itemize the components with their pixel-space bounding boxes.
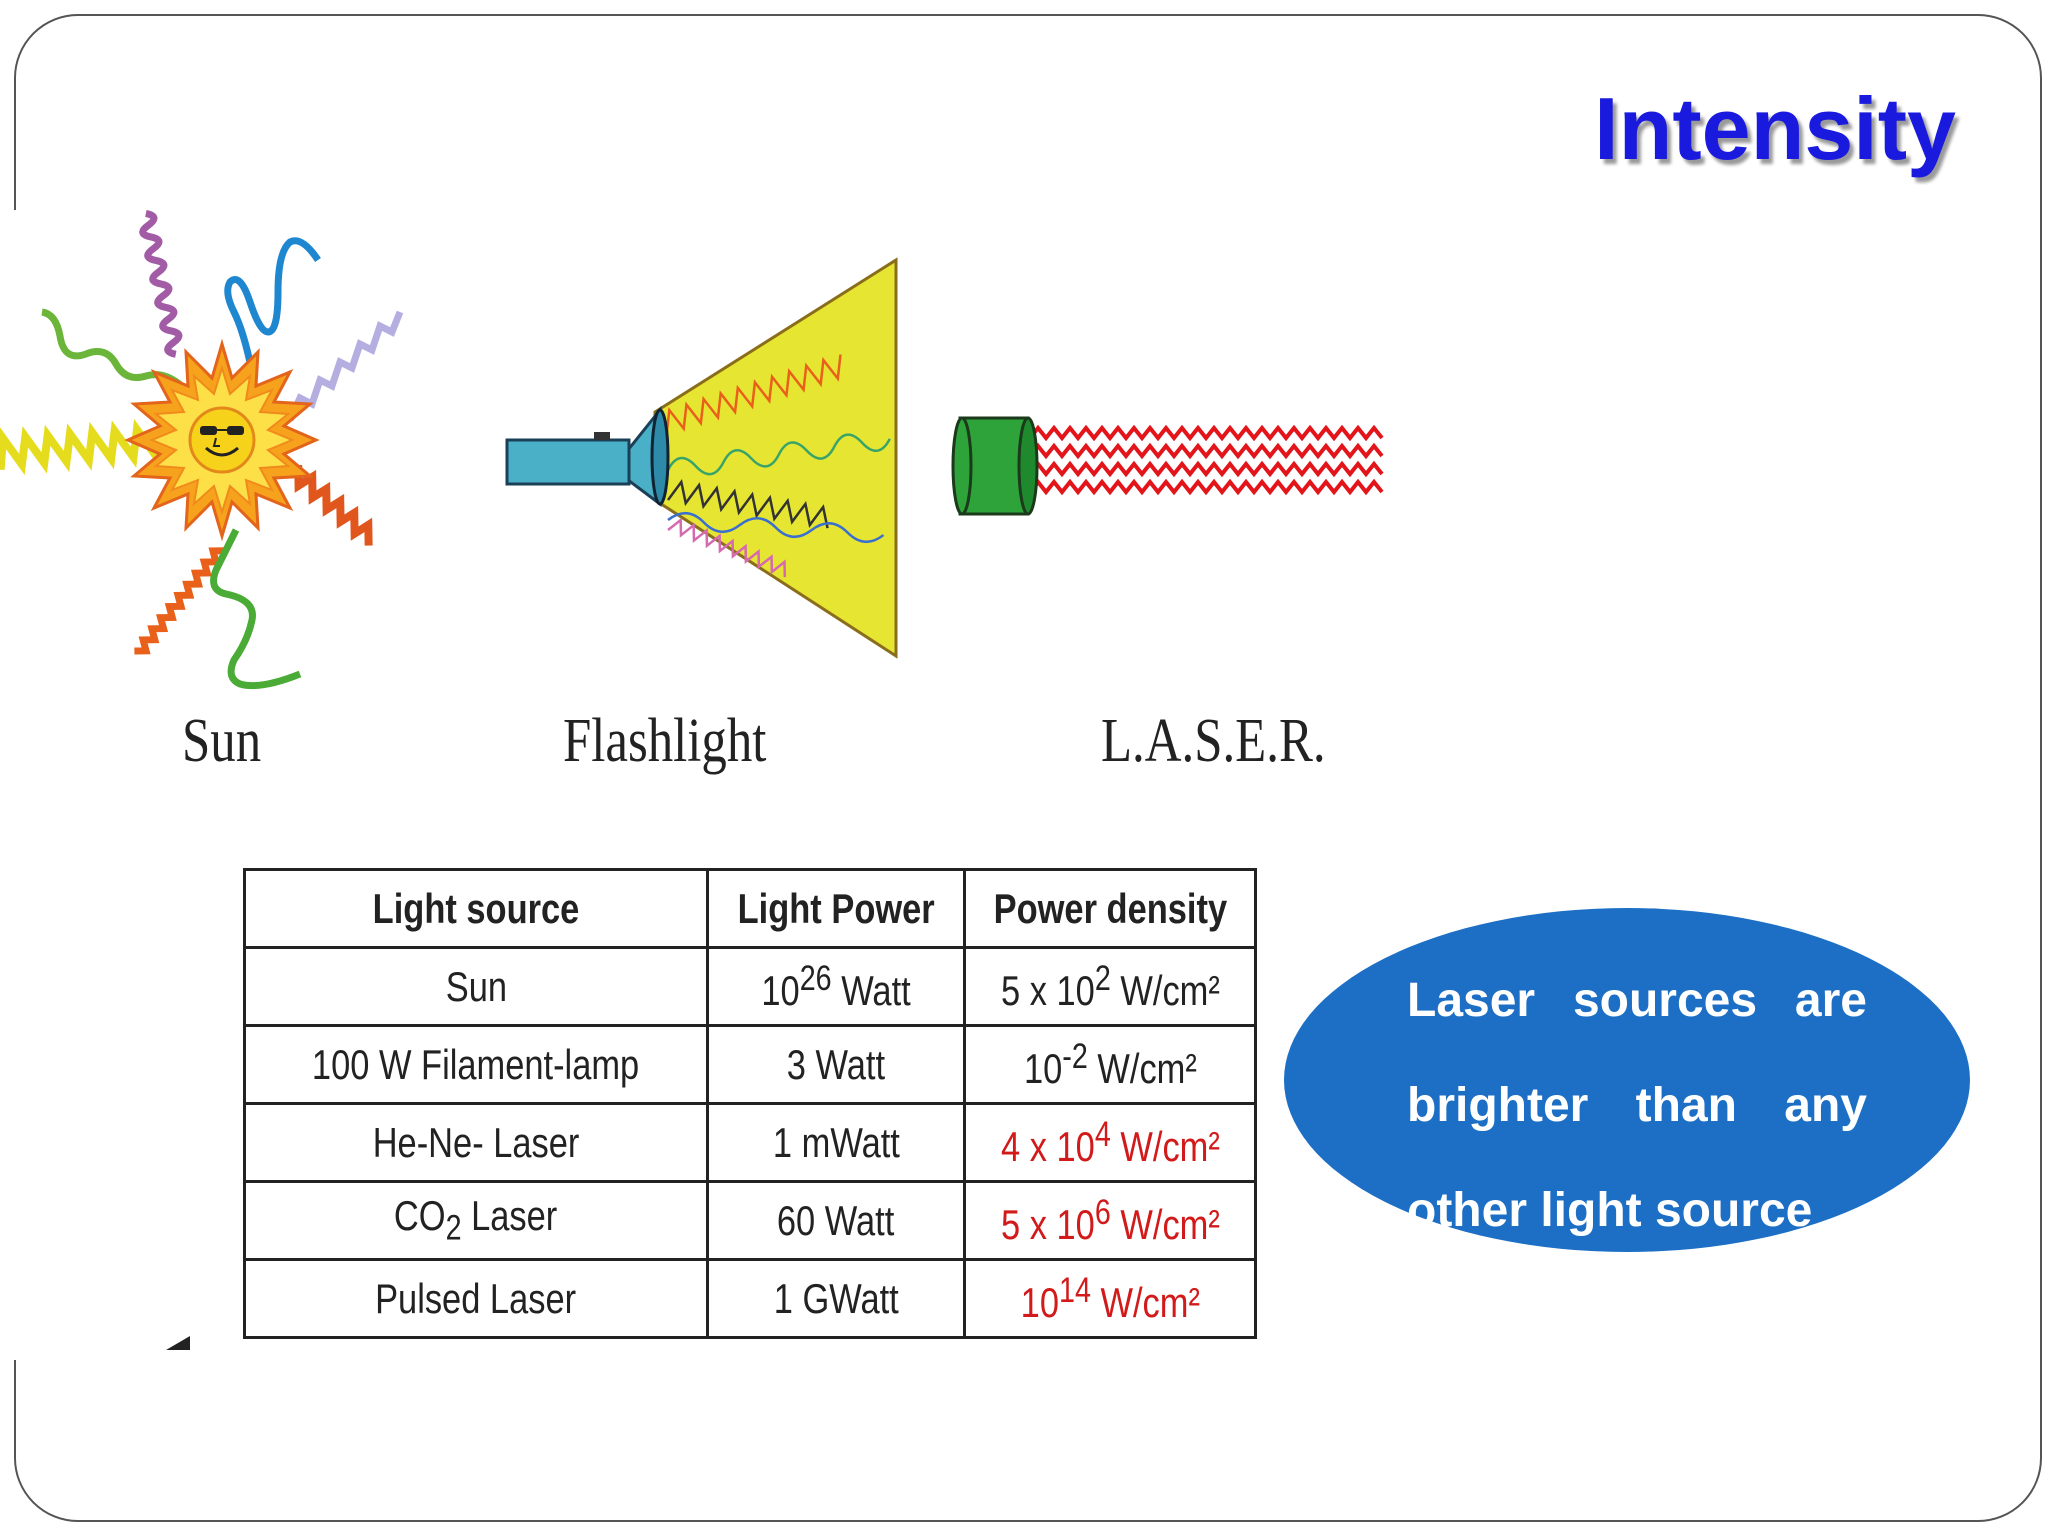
laser-beam-3 [1028, 460, 1384, 478]
laser-beam-4 [1028, 478, 1384, 496]
slide-title: Intensity [1594, 79, 1956, 178]
cell-density-highlight: 1014 W/cm² [963, 1258, 1257, 1339]
frame-gap [8, 210, 20, 1360]
flashlight-switch [594, 432, 610, 440]
cell-density: 5 x 102 W/cm² [963, 946, 1257, 1027]
laser-beam-2 [1028, 442, 1384, 460]
cell-density-highlight: 4 x 104 W/cm² [963, 1102, 1257, 1183]
laser-device-back [951, 416, 973, 516]
flashlight-lens [650, 408, 670, 506]
cell-source: CO2 Laser [243, 1180, 709, 1261]
sun-ray-yellow [0, 418, 160, 476]
flashlight-illustration [505, 257, 898, 659]
sun-ray-purple [139, 210, 183, 358]
cell-density: 10-2 W/cm² [963, 1024, 1257, 1105]
callout-line-1: Laser sources are [1407, 974, 1867, 1027]
sun-ray-blue [224, 237, 321, 373]
light-sources-illustration [0, 210, 1384, 690]
cell-power: 3 Watt [706, 1024, 966, 1105]
laser-illustration [951, 416, 1384, 516]
sun-ray-green-top [41, 308, 189, 393]
sun-ray-orange-left [134, 547, 225, 655]
callout-text: Laser sources are brighter than any othe… [1407, 948, 1867, 1263]
caption-laser: L.A.S.E.R. [1101, 707, 1326, 775]
sun-ray-green-bottom [210, 528, 302, 690]
cell-density-highlight: 5 x 106 W/cm² [963, 1180, 1257, 1261]
cell-power: 1 GWatt [706, 1258, 966, 1339]
cell-source: Sun [243, 946, 709, 1027]
sun-illustration [0, 210, 404, 690]
caption-flashlight: Flashlight [563, 707, 767, 775]
flashlight-body [505, 438, 631, 486]
callout-ellipse [1284, 908, 1970, 1252]
table-row: Sun 1026 Watt 5 x 102 W/cm² [243, 946, 1257, 1027]
laser-device-aperture [1017, 416, 1039, 516]
laser-beam-1 [1028, 424, 1384, 442]
caption-sun: Sun [182, 707, 262, 775]
table-row: Pulsed Laser 1 GWatt 1014 W/cm² [243, 1258, 1257, 1339]
sun-spikes [124, 338, 320, 542]
cell-source: He-Ne- Laser [243, 1102, 709, 1183]
table-header-row: Light source Light Power Power density [243, 868, 1257, 949]
table-row: He-Ne- Laser 1 mWatt 4 x 104 W/cm² [243, 1102, 1257, 1183]
cell-source: 100 W Filament-lamp [243, 1024, 709, 1105]
cell-source: Pulsed Laser [243, 1258, 709, 1339]
table-row: 100 W Filament-lamp 3 Watt 10-2 W/cm² [243, 1024, 1257, 1105]
cell-power: 60 Watt [706, 1180, 966, 1261]
intensity-table: Light source Light Power Power density S… [243, 868, 1257, 1339]
header-light-source: Light source [243, 868, 709, 949]
table-row: CO2 Laser 60 Watt 5 x 106 W/cm² [243, 1180, 1257, 1261]
sun-ray-orange-right [294, 464, 373, 546]
header-power-density: Power density [963, 868, 1257, 949]
bullet-marker [166, 1336, 190, 1350]
callout-line-3: other light source [1407, 1184, 1813, 1237]
header-light-power: Light Power [706, 868, 966, 949]
cell-power: 1026 Watt [706, 946, 966, 1027]
callout-line-2: brighter than any [1407, 1079, 1867, 1132]
cell-power: 1 mWatt [706, 1102, 966, 1183]
